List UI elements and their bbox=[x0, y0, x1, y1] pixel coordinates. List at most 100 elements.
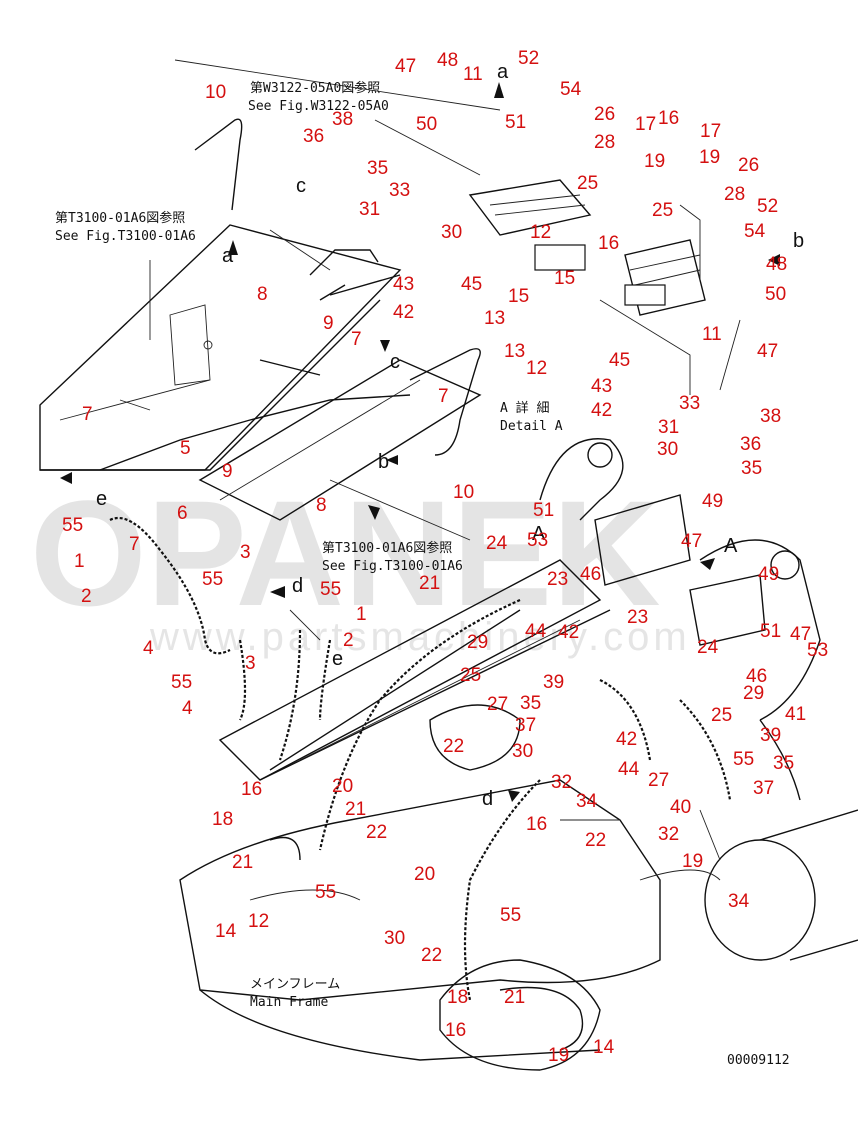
part-callout-13: 13 bbox=[504, 341, 525, 362]
part-callout-28: 28 bbox=[724, 184, 745, 205]
ref-w3122-jp: 第W3122-05A0図参照 bbox=[250, 80, 380, 96]
part-callout-41: 41 bbox=[785, 704, 806, 725]
part-callout-13: 13 bbox=[484, 308, 505, 329]
part-callout-44: 44 bbox=[618, 759, 640, 780]
part-callout-2: 2 bbox=[81, 586, 92, 607]
part-callout-52: 52 bbox=[757, 196, 778, 217]
part-callout-53: 53 bbox=[807, 640, 828, 661]
part-callout-20: 20 bbox=[332, 776, 353, 797]
part-callout-42: 42 bbox=[591, 400, 612, 421]
part-callout-20: 20 bbox=[414, 864, 435, 885]
part-callout-27: 27 bbox=[648, 770, 669, 791]
part-callout-11: 11 bbox=[702, 324, 722, 345]
part-callout-22: 22 bbox=[585, 830, 606, 851]
part-callout-47: 47 bbox=[681, 531, 702, 552]
part-callout-6: 6 bbox=[177, 503, 188, 524]
part-callout-28: 28 bbox=[594, 132, 615, 153]
part-callout-42: 42 bbox=[393, 302, 414, 323]
part-callout-51: 51 bbox=[505, 112, 526, 133]
part-callout-4: 4 bbox=[182, 698, 193, 719]
part-callout-45: 45 bbox=[609, 350, 630, 371]
part-callout-14: 14 bbox=[593, 1037, 615, 1058]
part-callout-18: 18 bbox=[212, 809, 233, 830]
part-callout-34: 34 bbox=[728, 891, 750, 912]
part-callout-9: 9 bbox=[323, 313, 334, 334]
part-callout-9: 9 bbox=[222, 461, 233, 482]
part-callout-46: 46 bbox=[746, 666, 767, 687]
part-callout-44: 44 bbox=[525, 621, 547, 642]
part-callout-51: 51 bbox=[533, 500, 554, 521]
part-callout-31: 31 bbox=[359, 199, 380, 220]
ref-t3100-a-jp: 第T3100-01A6図参照 bbox=[55, 210, 185, 226]
part-callout-7: 7 bbox=[129, 534, 140, 555]
part-callout-25: 25 bbox=[460, 665, 481, 686]
view-tag-detail-a-left: A bbox=[532, 523, 546, 545]
part-callout-50: 50 bbox=[765, 284, 786, 305]
part-callout-32: 32 bbox=[658, 824, 679, 845]
part-callout-16: 16 bbox=[241, 779, 262, 800]
ref-t3100-b-en: See Fig.T3100-01A6 bbox=[322, 559, 463, 574]
view-tag-b-right: b bbox=[793, 230, 804, 252]
part-callout-12: 12 bbox=[526, 358, 547, 379]
part-callout-30: 30 bbox=[441, 222, 462, 243]
part-callout-27: 27 bbox=[487, 694, 508, 715]
part-callout-12: 12 bbox=[248, 911, 269, 932]
part-callout-17: 17 bbox=[700, 121, 721, 142]
part-callout-21: 21 bbox=[419, 573, 440, 594]
part-callout-15: 15 bbox=[508, 286, 529, 307]
part-callout-7: 7 bbox=[438, 386, 449, 407]
part-callout-29: 29 bbox=[467, 632, 488, 653]
view-tag-c-top: c bbox=[296, 175, 306, 197]
part-callout-22: 22 bbox=[366, 822, 387, 843]
part-callout-36: 36 bbox=[740, 434, 761, 455]
part-callout-1: 1 bbox=[356, 604, 367, 625]
part-callout-36: 36 bbox=[303, 126, 324, 147]
part-callout-47: 47 bbox=[790, 624, 811, 645]
part-callout-22: 22 bbox=[443, 736, 464, 757]
part-callout-43: 43 bbox=[591, 376, 612, 397]
part-callout-2: 2 bbox=[343, 630, 354, 651]
leader-lines bbox=[149, 59, 741, 861]
part-callout-10: 10 bbox=[205, 82, 226, 103]
part-callout-38: 38 bbox=[332, 109, 353, 130]
main-frame-jp: メインフレーム bbox=[250, 977, 340, 992]
reference-notes: 第W3122-05A0図参照 See Fig.W3122-05A0 第T3100… bbox=[55, 80, 790, 1068]
view-tag-c-center: c bbox=[390, 351, 400, 373]
part-callout-21: 21 bbox=[232, 852, 253, 873]
part-callout-14: 14 bbox=[215, 921, 237, 942]
view-tag-d-left: d bbox=[292, 575, 303, 597]
part-callout-43: 43 bbox=[393, 274, 414, 295]
part-callout-18: 18 bbox=[447, 987, 468, 1008]
part-callout-54: 54 bbox=[744, 221, 766, 242]
main-frame-en: Main Frame bbox=[250, 995, 328, 1010]
part-callout-48: 48 bbox=[766, 254, 787, 275]
part-callout-54: 54 bbox=[560, 79, 582, 100]
watermark-brand: OPANEK bbox=[30, 469, 661, 637]
view-tag-detail-a-right: A bbox=[724, 535, 738, 557]
detail-a-jp: A 詳 細 bbox=[500, 400, 549, 416]
part-callout-24: 24 bbox=[486, 533, 508, 554]
part-callout-22: 22 bbox=[421, 945, 442, 966]
part-callout-55: 55 bbox=[202, 569, 223, 590]
part-callout-25: 25 bbox=[577, 173, 598, 194]
part-callout-45: 45 bbox=[461, 274, 482, 295]
part-callout-33: 33 bbox=[389, 180, 410, 201]
watermark-url: www.partsmachinery.com bbox=[149, 615, 691, 659]
part-callout-30: 30 bbox=[384, 928, 405, 949]
part-callout-3: 3 bbox=[245, 653, 256, 674]
hoses bbox=[99, 118, 732, 1051]
part-callout-24: 24 bbox=[697, 637, 719, 658]
part-callout-3: 3 bbox=[240, 542, 251, 563]
part-callout-23: 23 bbox=[627, 607, 648, 628]
ref-t3100-a-en: See Fig.T3100-01A6 bbox=[55, 229, 196, 244]
part-callout-26: 26 bbox=[594, 104, 615, 125]
part-callout-47: 47 bbox=[757, 341, 778, 362]
view-tag-e-center: e bbox=[332, 648, 343, 670]
part-callout-30: 30 bbox=[512, 741, 533, 762]
part-callout-35: 35 bbox=[520, 693, 541, 714]
view-tag-a-top: a bbox=[497, 61, 509, 83]
part-callout-4: 4 bbox=[143, 638, 154, 659]
